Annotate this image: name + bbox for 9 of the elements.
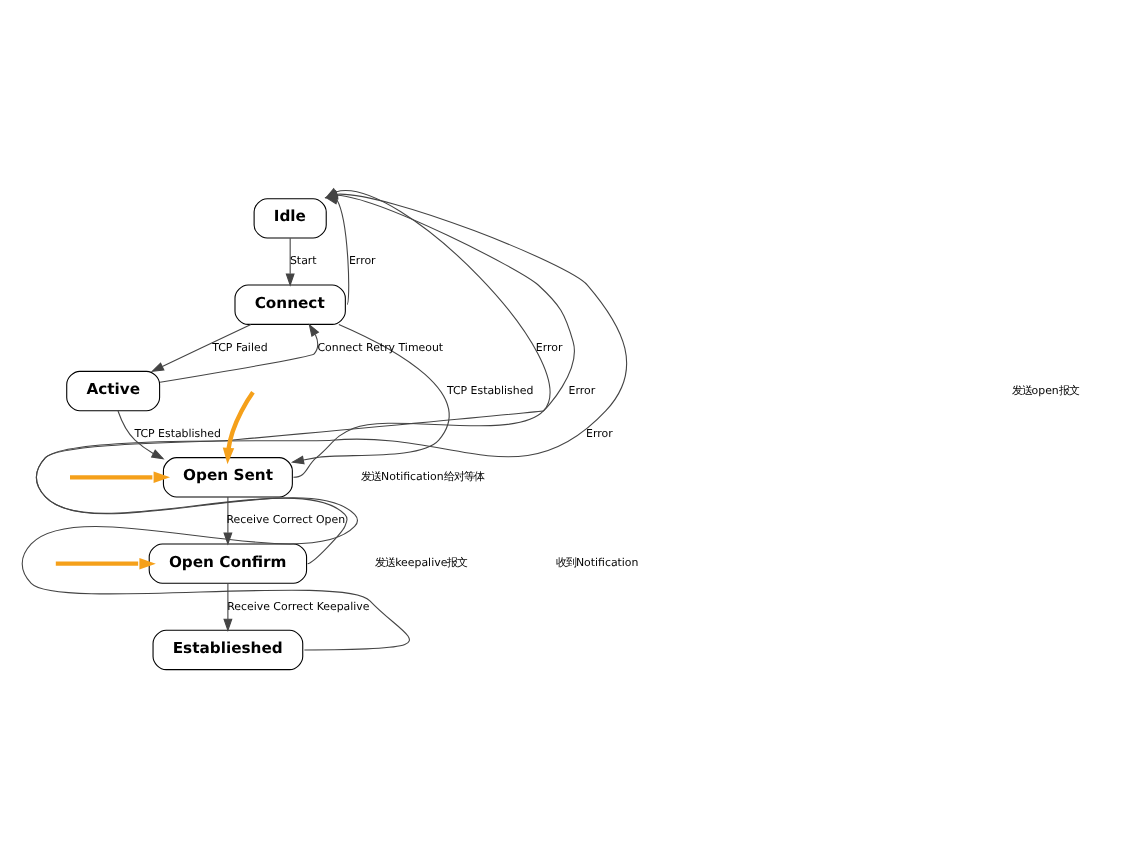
arrow [285,237,295,287]
arrow [55,557,156,570]
arrow [159,323,320,383]
arrow [117,410,165,460]
arrow [70,471,171,484]
arrow [223,582,233,632]
arrow [290,323,450,465]
arrow [150,323,252,372]
arrow [222,390,255,465]
